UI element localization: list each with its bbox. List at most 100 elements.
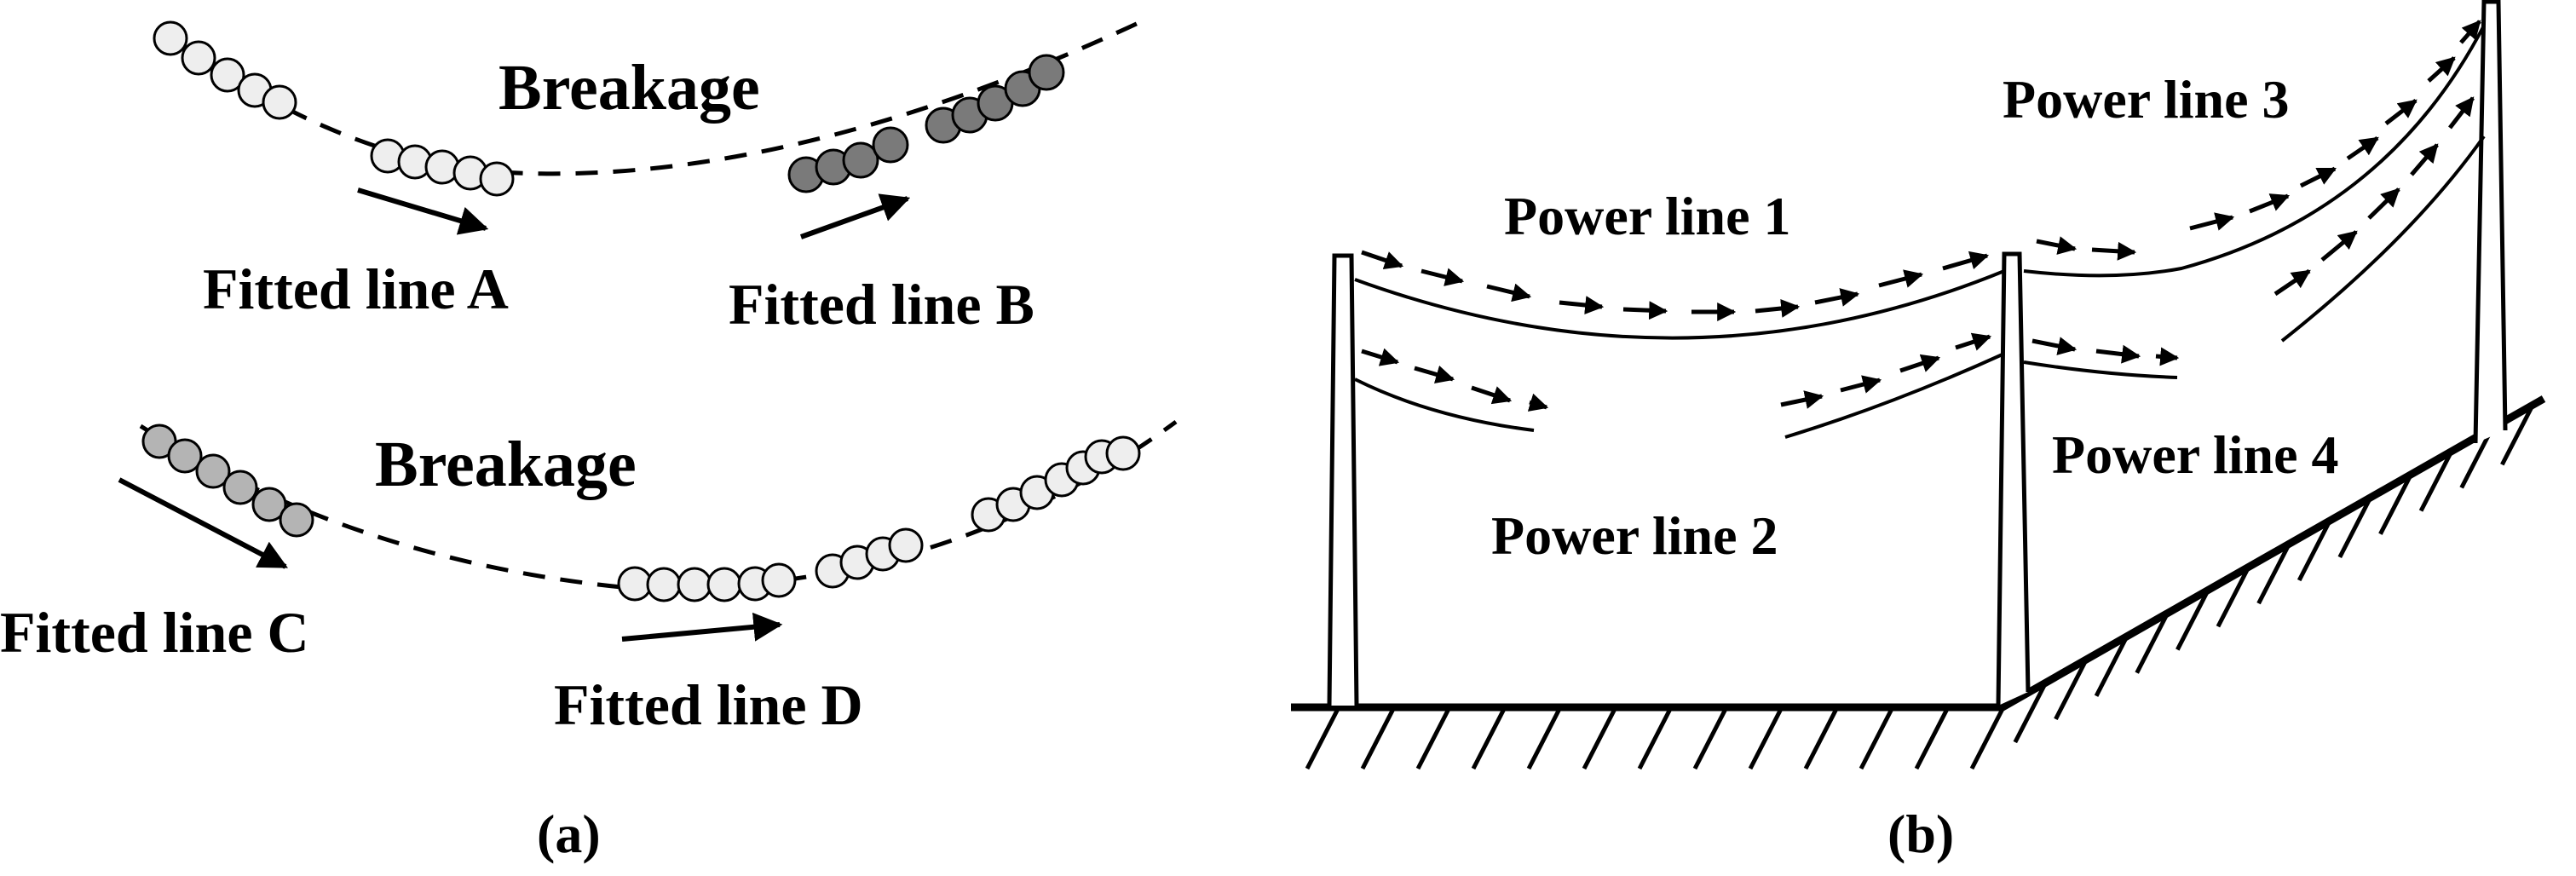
fitted-line-a-arrow bbox=[357, 187, 489, 235]
point-marker bbox=[251, 487, 287, 522]
direction-arrow bbox=[1899, 354, 1941, 373]
direction-arrow bbox=[2299, 166, 2337, 188]
direction-arrow bbox=[2410, 143, 2439, 176]
direction-arrow bbox=[2367, 187, 2400, 220]
power-line-1-wire bbox=[1354, 269, 2005, 340]
point-marker bbox=[761, 562, 797, 598]
power-line-4-label: Power line 4 bbox=[2052, 424, 2339, 485]
point-marker bbox=[1028, 54, 1065, 91]
fitted-line-a-label: Fitted line A bbox=[203, 256, 509, 321]
direction-arrow bbox=[1414, 365, 1455, 384]
point-marker bbox=[210, 57, 245, 93]
direction-arrow bbox=[1780, 390, 1824, 409]
fitted-line-d-label: Fitted line D bbox=[554, 672, 863, 737]
direction-arrow bbox=[1840, 375, 1882, 394]
direction-arrow bbox=[1878, 269, 1924, 288]
hatch-mark bbox=[1360, 707, 1396, 770]
direction-arrow bbox=[1421, 268, 1465, 286]
ground bbox=[1291, 395, 2546, 770]
power-line-2-left-wire bbox=[1354, 377, 1535, 432]
power-line-4-left-wire bbox=[2023, 360, 2178, 379]
direction-arrow bbox=[2427, 56, 2456, 83]
direction-arrow bbox=[1814, 288, 1860, 307]
direction-arrow bbox=[1486, 283, 1532, 303]
power-line-2-right-wire bbox=[1784, 352, 2005, 439]
power-line-1-label: Power line 1 bbox=[1504, 186, 1791, 246]
top-left-point-group bbox=[153, 20, 297, 120]
direction-arrow bbox=[2273, 268, 2311, 297]
top-breakage-label: Breakage bbox=[498, 52, 760, 124]
fitted-line-b-arrow bbox=[799, 193, 911, 239]
bottom-middle-point-group bbox=[617, 562, 797, 602]
direction-arrow bbox=[2448, 96, 2475, 130]
fitted-line-c-label: Fitted line C bbox=[0, 600, 309, 665]
hatch-mark bbox=[2175, 589, 2210, 651]
power-line-4-right-wire bbox=[2280, 135, 2486, 343]
direction-arrow bbox=[2320, 230, 2358, 262]
direction-arrows bbox=[1361, 20, 2481, 412]
hatch-mark bbox=[2337, 496, 2373, 558]
hatch-mark bbox=[2500, 404, 2535, 466]
point-marker bbox=[167, 438, 203, 474]
direction-arrow bbox=[1471, 385, 1513, 405]
power-line-3-wire bbox=[2023, 25, 2486, 278]
tower-right bbox=[2473, 0, 2508, 444]
point-marker bbox=[262, 84, 297, 120]
hatch-mark bbox=[2054, 658, 2089, 721]
tower-middle bbox=[1996, 251, 2031, 706]
hatch-mark bbox=[1969, 707, 2005, 770]
direction-arrow bbox=[2095, 344, 2141, 364]
point-marker bbox=[677, 567, 712, 602]
bottom-left-point-group bbox=[141, 424, 314, 538]
hatch-mark bbox=[1305, 707, 1340, 770]
hatch-mark bbox=[2297, 519, 2332, 582]
fitted-line-c-arrow bbox=[118, 477, 289, 569]
direction-arrow bbox=[1527, 393, 1549, 412]
hatch-mark bbox=[1415, 707, 1451, 770]
point-marker bbox=[646, 567, 682, 602]
ground-line bbox=[1291, 395, 2546, 712]
tower-left bbox=[1327, 253, 1359, 706]
direction-arrow bbox=[1622, 301, 1668, 320]
hatch-mark bbox=[1859, 707, 1894, 770]
fitted-line-d-arrow bbox=[621, 612, 783, 642]
hatch-mark bbox=[1914, 707, 1950, 770]
hatch-mark bbox=[2256, 542, 2291, 605]
top-middle-point-group bbox=[370, 138, 515, 197]
power-line-2-label: Power line 2 bbox=[1491, 505, 1778, 566]
hatch-mark bbox=[1471, 707, 1507, 770]
point-marker bbox=[181, 40, 216, 76]
hatch-mark bbox=[2013, 681, 2049, 744]
point-marker bbox=[706, 567, 742, 602]
panel-b: Power line 1 Power line 2 Power line 3 P… bbox=[1291, 0, 2546, 864]
panel-a-caption: (a) bbox=[537, 804, 601, 864]
point-marker bbox=[479, 161, 515, 197]
hatch-mark bbox=[2216, 566, 2251, 628]
hatch-mark bbox=[2094, 635, 2129, 697]
panel-a: Breakage Fitted line A Fitted line B Bre… bbox=[0, 19, 1178, 864]
direction-arrow bbox=[1955, 332, 1992, 351]
hatch-mark bbox=[1526, 707, 1562, 770]
point-marker bbox=[888, 527, 924, 563]
hatch-mark bbox=[1692, 707, 1728, 770]
point-marker bbox=[842, 141, 879, 179]
point-marker bbox=[195, 453, 231, 489]
point-marker bbox=[1105, 435, 1141, 471]
point-marker bbox=[279, 502, 314, 538]
power-line-3-label: Power line 3 bbox=[2003, 69, 2290, 130]
direction-arrow bbox=[2155, 347, 2180, 366]
bottom-breakage-label: Breakage bbox=[375, 429, 637, 500]
point-marker bbox=[872, 126, 909, 164]
top-cable bbox=[153, 19, 1144, 197]
direction-arrow bbox=[1559, 296, 1605, 314]
direction-arrow bbox=[2036, 236, 2078, 255]
hatch-mark bbox=[1637, 707, 1673, 770]
direction-arrow bbox=[2384, 99, 2418, 125]
direction-arrow bbox=[1755, 299, 1801, 318]
fitted-line-b-label: Fitted line B bbox=[729, 272, 1034, 337]
ground-hatching bbox=[1305, 404, 2535, 770]
direction-arrow bbox=[2249, 193, 2291, 214]
point-marker bbox=[222, 470, 258, 505]
bottom-cable bbox=[139, 419, 1178, 602]
